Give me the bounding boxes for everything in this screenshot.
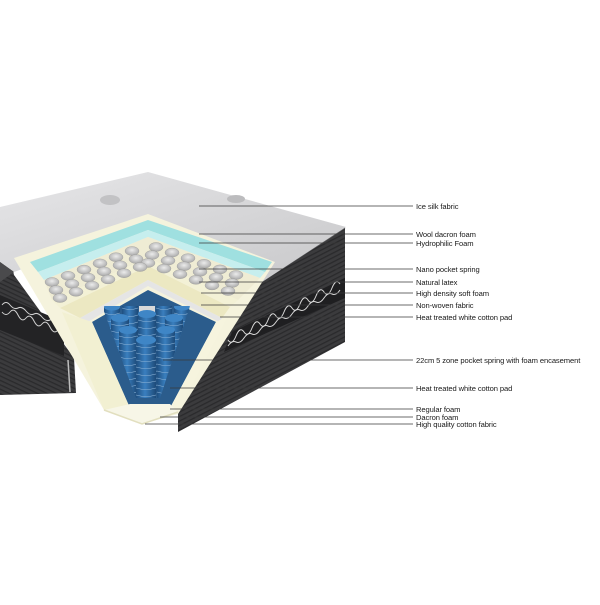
layer-label: Regular foam bbox=[416, 404, 461, 414]
layer-label: Non-woven fabric bbox=[416, 300, 474, 310]
leader-lines bbox=[145, 205, 413, 425]
layer-label: Heat treated white cotton pad bbox=[416, 312, 513, 322]
layer-label: Natural latex bbox=[416, 277, 458, 287]
layer-label: Hydrophilic Foam bbox=[416, 238, 474, 248]
layer-label: Wool dacron foam bbox=[416, 229, 476, 239]
layer-label: 22cm 5 zone pocket spring with foam enca… bbox=[416, 355, 581, 365]
layer-label: High quality cotton fabric bbox=[416, 419, 497, 429]
layer-label: Nano pocket spring bbox=[416, 264, 480, 274]
layer-label: Heat treated white cotton pad bbox=[416, 383, 513, 393]
layer-label: High density soft foam bbox=[416, 288, 489, 298]
layer-label: Dacron foam bbox=[416, 412, 459, 422]
layer-label: Ice silk fabric bbox=[416, 201, 459, 211]
nano-pocket-springs bbox=[44, 242, 244, 303]
